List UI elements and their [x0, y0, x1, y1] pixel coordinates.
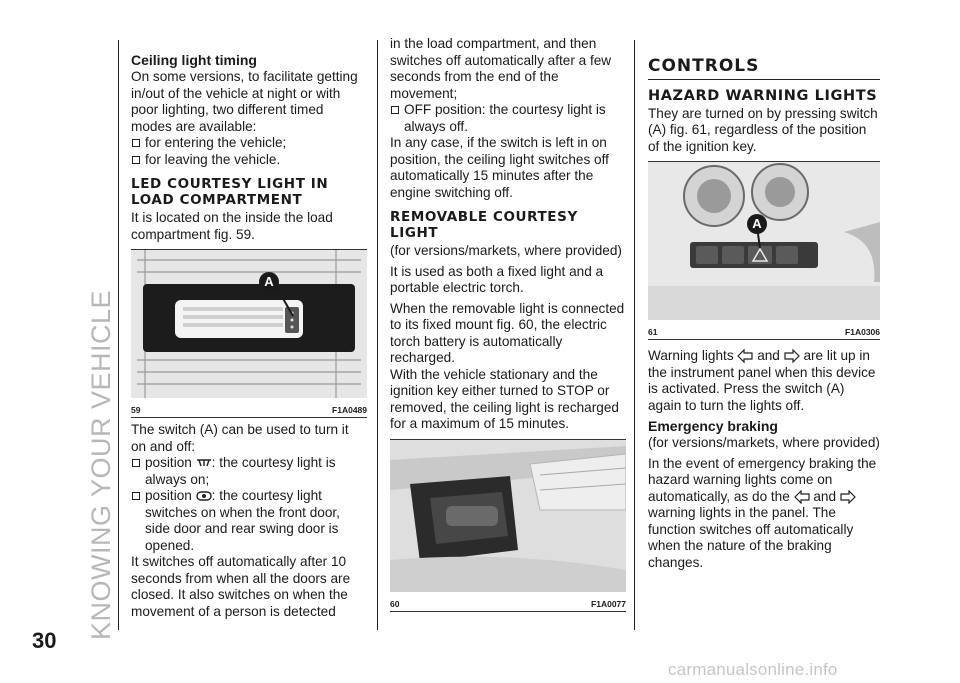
paragraph: (for versions/markets, where provided) [390, 243, 622, 258]
column-divider-1 [377, 40, 378, 630]
paragraph: The switch (A) can be used to turn it on… [131, 422, 349, 454]
figure-61: A 61 F1A0306 [648, 161, 880, 340]
paragraph: Warning lights and are lit up in the ins… [648, 348, 880, 414]
door-open-icon [196, 459, 211, 467]
removable-light-photo [390, 439, 627, 592]
paragraph: When the removable light is connected to… [390, 300, 625, 366]
list-item: position : the courtesy light is always … [131, 455, 367, 488]
bullet-list: OFF position: the courtesy light is alwa… [390, 102, 626, 135]
page-number: 30 [32, 628, 57, 653]
paragraph: In any case, if the switch is left in on… [390, 135, 609, 200]
figure-code: F1A0077 [591, 598, 626, 609]
figure-code: F1A0489 [332, 405, 367, 415]
paragraph: It is used as both a fixed light and a p… [390, 263, 604, 296]
bullet-list: for entering the vehicle; for leaving th… [131, 135, 367, 168]
bullet-list: position : the courtesy light is always … [131, 455, 367, 554]
column-1: Ceiling light timing On some versions, t… [131, 52, 367, 620]
heading-ceiling-light-timing: Ceiling light timing [131, 52, 257, 68]
list-text: position [145, 455, 192, 470]
paragraph: They are turned on by pressing switch (A… [648, 105, 878, 154]
hazard-switch-photo [648, 162, 880, 320]
column-divider-2 [634, 40, 635, 630]
inline-text: are lit up in the instrument panel when … [648, 348, 876, 413]
column-3: CONTROLS HAZARD WARNING LIGHTS They are … [648, 58, 880, 571]
list-text: : the courtesy light switches on when th… [145, 488, 340, 553]
paragraph: in the load compartment, and then switch… [390, 36, 612, 101]
heading-emergency-braking: Emergency braking [648, 418, 778, 434]
list-text: position [145, 488, 192, 503]
list-text: : the courtesy light is always on; [145, 455, 336, 487]
heading-hazard-warning-lights: HAZARD WARNING LIGHTS [648, 87, 878, 104]
courtesy-light-photo [131, 250, 367, 398]
figure-number: 61 [648, 327, 658, 337]
courtesy-light-icon [195, 491, 212, 502]
paragraph: On some versions, to facilitate getting … [131, 69, 358, 134]
list-item: position : the courtesy light switches o… [131, 488, 367, 554]
heading-removable-courtesy-light: REMOVABLE COURTESY LIGHT [390, 209, 578, 241]
paragraph: In the event of emergency braking the ha… [648, 456, 880, 572]
figure-number: 60 [390, 598, 400, 609]
list-item: for leaving the vehicle. [131, 152, 367, 169]
list-item: for entering the vehicle; [131, 135, 367, 152]
figure-caption: 60 F1A0077 [390, 597, 626, 611]
callout-a: A [259, 272, 279, 292]
inline-text: Warning lights [648, 348, 734, 363]
paragraph: With the vehicle stationary and the igni… [390, 366, 619, 432]
inline-text: In the event of emergency braking the ha… [648, 455, 877, 504]
inline-text: and [813, 488, 837, 504]
left-arrow-icon [737, 349, 754, 364]
right-arrow-icon [784, 349, 800, 364]
paragraph: It switches off automatically after 10 s… [131, 554, 351, 619]
figure-caption: 61 F1A0306 [648, 325, 880, 339]
paragraph: It is located on the inside the load com… [131, 210, 333, 242]
figure-code: F1A0306 [845, 327, 880, 337]
figure-59: A 59 F1A0489 [131, 249, 367, 418]
section-side-label: KNOWING YOUR VEHICLE [86, 289, 116, 640]
inline-text: warning lights in the panel. The functio… [648, 505, 854, 570]
heading-controls: CONTROLS [648, 58, 880, 80]
margin-divider [118, 40, 119, 630]
figure-60: 60 F1A0077 [390, 438, 627, 612]
right-arrow-icon [840, 489, 856, 504]
inline-text: and [757, 348, 780, 363]
figure-caption: 59 F1A0489 [131, 403, 367, 417]
column-2: in the load compartment, and then switch… [390, 36, 627, 616]
heading-led-courtesy-light: LED COURTESY LIGHT IN LOAD COMPARTMENT [131, 176, 329, 208]
list-item: OFF position: the courtesy light is alwa… [390, 102, 626, 135]
paragraph: (for versions/markets, where provided) [648, 435, 880, 450]
callout-a: A [747, 214, 767, 234]
figure-number: 59 [131, 405, 141, 415]
left-arrow-icon [793, 489, 810, 504]
watermark: carmanualsonline.info [668, 660, 838, 679]
